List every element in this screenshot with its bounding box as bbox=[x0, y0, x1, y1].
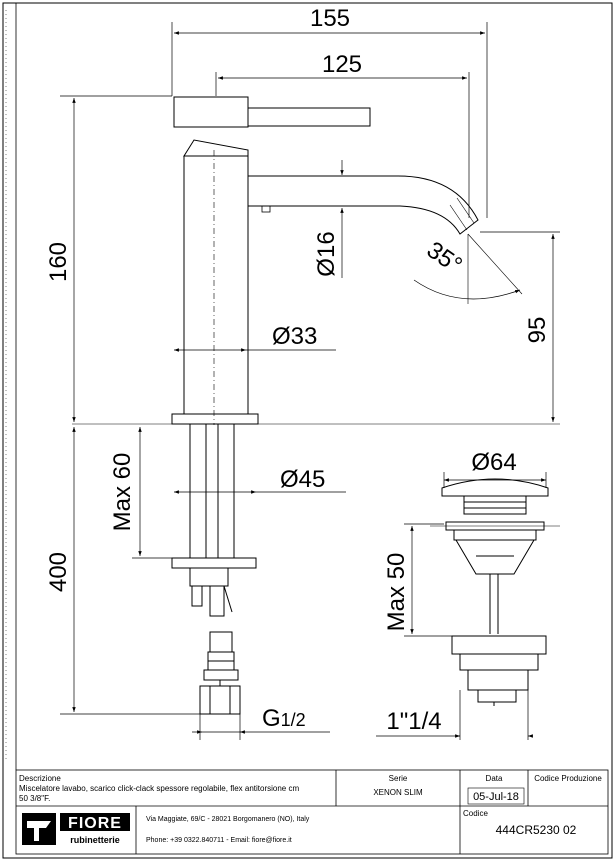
logo-subtext: rubinetterie bbox=[70, 835, 120, 845]
data-label: Data bbox=[486, 774, 503, 783]
dim-connection: G1/2 bbox=[262, 705, 306, 732]
waste-body bbox=[455, 539, 535, 575]
mixer-cartridge-cap bbox=[183, 139, 249, 157]
dim-160: 160 bbox=[45, 242, 72, 282]
codice-produzione-label: Codice Produzione bbox=[534, 774, 602, 783]
dim-waste-thread: 1"1/4 bbox=[386, 708, 441, 735]
serie-value: XENON SLIM bbox=[373, 788, 423, 797]
descrizione-line-1: Miscelatore lavabo, scarico click-clack … bbox=[19, 784, 299, 793]
dim-125: 125 bbox=[322, 51, 362, 78]
mixer-shank bbox=[189, 423, 235, 559]
mixer-handle-hub bbox=[173, 96, 249, 128]
codice-value: 444CR5230 02 bbox=[496, 823, 577, 837]
waste-drawing bbox=[430, 478, 560, 706]
dim-400: 400 bbox=[45, 552, 72, 592]
logo-wordmark: FIORE bbox=[68, 815, 122, 832]
dim-155: 155 bbox=[310, 5, 350, 32]
descrizione-label: Descrizione bbox=[19, 774, 61, 783]
dim-95: 95 bbox=[524, 317, 551, 344]
dim-body-diameter: Ø33 bbox=[272, 323, 317, 350]
codice-label: Codice bbox=[463, 809, 488, 818]
hex-nut bbox=[199, 685, 241, 715]
mixer-lever bbox=[247, 107, 371, 127]
dimension-lines bbox=[60, 22, 560, 740]
waste-cap bbox=[441, 478, 549, 497]
fiore-logo: FIORE rubinetterie bbox=[22, 813, 130, 845]
data-value: 05-Jul-18 bbox=[473, 791, 519, 803]
title-block bbox=[15, 769, 609, 855]
dim-base-diameter: Ø45 bbox=[280, 466, 325, 493]
mixer-spout bbox=[248, 175, 479, 235]
mixer-base-ring bbox=[171, 413, 259, 425]
mixer-body bbox=[183, 155, 249, 415]
dim-waste-diameter: Ø64 bbox=[471, 449, 516, 476]
company-contacts: Phone: +39 0322.840711 - Email: fiore@fi… bbox=[146, 837, 292, 844]
serie-label: Serie bbox=[389, 774, 408, 783]
dim-angle: 35° bbox=[422, 236, 467, 279]
waste-lower-nut bbox=[451, 635, 547, 655]
dim-max-50: Max 50 bbox=[383, 553, 410, 632]
dim-outlet-diameter: Ø16 bbox=[313, 231, 340, 276]
dim-max-60: Max 60 bbox=[109, 453, 136, 532]
fixing-plate bbox=[171, 557, 257, 569]
descrizione-line-2: 50 3/8"F. bbox=[19, 794, 50, 803]
company-address: Via Maggiate, 69/C - 28021 Borgomanero (… bbox=[146, 816, 310, 823]
